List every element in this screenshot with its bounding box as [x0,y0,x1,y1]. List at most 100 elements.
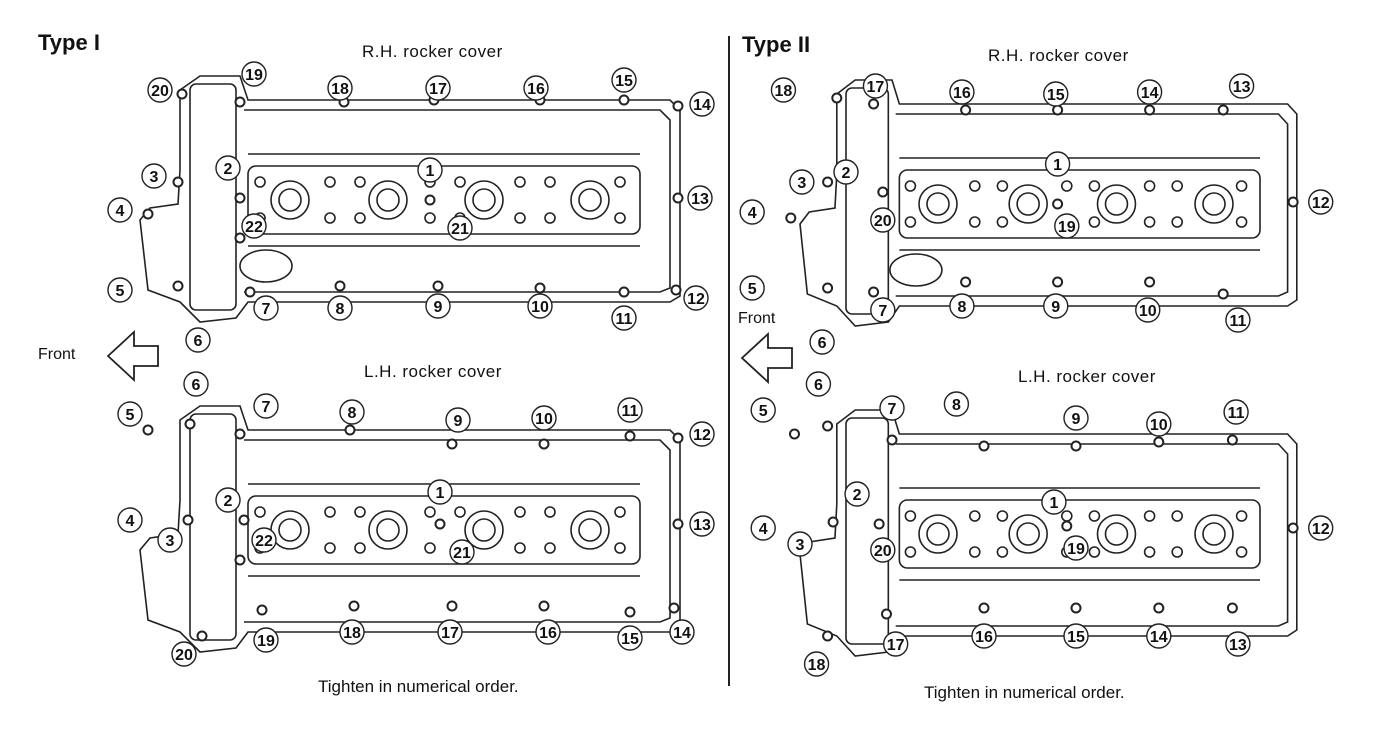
type2-rh-bolt-number: 13 [1233,79,1251,96]
type1-lh-bolt-number: 10 [535,411,553,428]
type2-lh-bolt-number: 2 [853,487,862,504]
type2-rh-bolt-number: 10 [1139,303,1157,320]
type2-rh-bolt-number: 20 [874,213,892,230]
type1-footer-note: Tighten in numerical order. [318,677,519,696]
type1-lh-bolt-number: 17 [441,625,459,642]
type1-rh-bolt-number: 18 [331,81,349,98]
type1-front-arrow [106,329,159,383]
type2-lh-bolt-number: 13 [1229,637,1247,654]
type2-lh-bolt-number: 7 [888,401,897,418]
type2-lh-cover-title: L.H. rocker cover [1018,367,1156,386]
type2-rh-bolt-number: 14 [1141,85,1159,102]
type2-rh-bolt-number: 2 [842,165,851,182]
type2-rh-bolt-number: 4 [748,205,757,222]
type2-lh-bolt-number: 17 [887,637,905,654]
type1-lh-bolt-number: 5 [126,407,135,424]
type2-rh-bolt-number: 17 [867,79,885,96]
type1-lh-bolt-number: 21 [453,545,471,562]
type1-rh-bolt-number: 13 [691,191,709,208]
type1-rh-bolt-number: 20 [151,83,169,100]
type2-rh-bolt-number: 18 [775,83,793,100]
type2-lh-plug-hole-1 [918,514,958,554]
type2-lh-bolt-number: 12 [1312,521,1330,538]
type2-rh-cover-title: R.H. rocker cover [988,46,1129,65]
type2-rh-bolt-number: 3 [797,175,806,192]
type1-lh-bolt-number: 12 [693,427,711,444]
type2-lh-outline [788,409,1299,657]
type1-title: Type I [38,30,100,55]
type1-rh-bolt-number: 12 [687,291,705,308]
type2-rh-bolt-number: 15 [1047,87,1065,104]
type1-lh-outline [139,405,684,653]
type1-lh-plug-hole-1 [270,510,310,550]
type2-rh-bolt-number: 9 [1051,299,1060,316]
type2-lh-bolt-number: 3 [796,537,805,554]
panel-divider [728,36,730,686]
type2-lh-bolt-number: 9 [1072,411,1081,428]
type2-title: Type II [742,32,811,57]
type1-rh-plug-hole-1 [270,180,310,220]
type2-rh-plug-hole-2 [1008,184,1048,224]
type1-lh-bolt-number: 8 [348,405,357,422]
type2-rh-bolt-number: 6 [818,335,827,352]
type2-rh-bolt-number: 12 [1312,195,1330,212]
type2-lh-bolt-number: 1 [1049,495,1058,512]
type1-rh-cover-title: R.H. rocker cover [362,42,503,61]
type1-lh-plug-hole-4 [570,510,610,550]
type1-lh-bolt-number: 3 [166,533,175,550]
type2-rh-bolt-number: 19 [1058,219,1076,236]
type1-rh-bolt-number: 10 [531,299,549,316]
type2-lh-bolt-number: 16 [975,629,993,646]
type2-rh-outline [785,79,1299,327]
type1-rh-plug-hole-3 [464,180,504,220]
type1-rh-bolt-number: 4 [116,203,125,220]
type1-lh-bolt-number: 6 [192,377,201,394]
type2-front-label: Front [738,310,776,327]
type1-rh-bolt-number: 11 [616,311,633,328]
type2-lh-bolt-number: 5 [759,403,768,420]
type1-rh-bolt-number: 6 [194,333,203,350]
type1-rh-bolt-number: 15 [615,73,633,90]
type2-lh-bolt-number: 10 [1150,417,1168,434]
type2-front-arrow [740,331,793,385]
type1-lh-bolt-number: 19 [257,633,275,650]
type1-rh-plug-hole-4 [570,180,610,220]
type1-lh-bolt-number: 7 [262,399,271,416]
type2-lh-bolt-number: 8 [952,397,961,414]
type1-front-label: Front [38,346,76,363]
type2-rh-bolt-number: 8 [957,299,966,316]
type2-lh-bolt-number: 6 [814,377,823,394]
type1-rh-bolt-number: 16 [527,81,545,98]
type1-lh-bolt-number: 9 [454,413,463,430]
type2-rh-bolt-number: 5 [748,281,757,298]
type2-rh-bolt-number: 7 [878,303,887,320]
type1-rh-bolt-number: 17 [429,81,447,98]
type1-rh-bolt-number: 21 [451,221,469,238]
type2-rh-plug-hole-1 [918,184,958,224]
type1-lh-bolt-number: 20 [175,647,193,664]
type2-lh-plug-hole-2 [1008,514,1048,554]
type1-rh-bolt-number: 5 [116,283,125,300]
type2-lh-bolt-number: 18 [808,657,826,674]
type1-lh-bolt-number: 11 [622,403,639,420]
type1-rh-bolt-number: 14 [693,97,711,114]
type1-lh-plug-hole-3 [464,510,504,550]
type2-footer-note: Tighten in numerical order. [924,683,1125,702]
type1-lh-bolt-number: 16 [539,625,557,642]
type2-rh-bolt-number: 11 [1229,313,1246,330]
type1-lh-bolt-number: 14 [673,625,691,642]
type1-lh-bolt-number: 15 [621,631,639,648]
type1-rh-bolt-number: 3 [150,169,159,186]
type2-lh-plug-hole-3 [1096,514,1137,554]
type2-lh-bolt-number: 11 [1228,405,1245,422]
type1-lh-bolt-number: 22 [255,533,273,550]
type2-lh-bolt-number: 4 [759,521,768,538]
type2-lh-bolt-number: 20 [874,543,892,560]
type1-lh-plug-hole-2 [368,510,408,550]
type2-lh-bolt-number: 15 [1067,629,1085,646]
